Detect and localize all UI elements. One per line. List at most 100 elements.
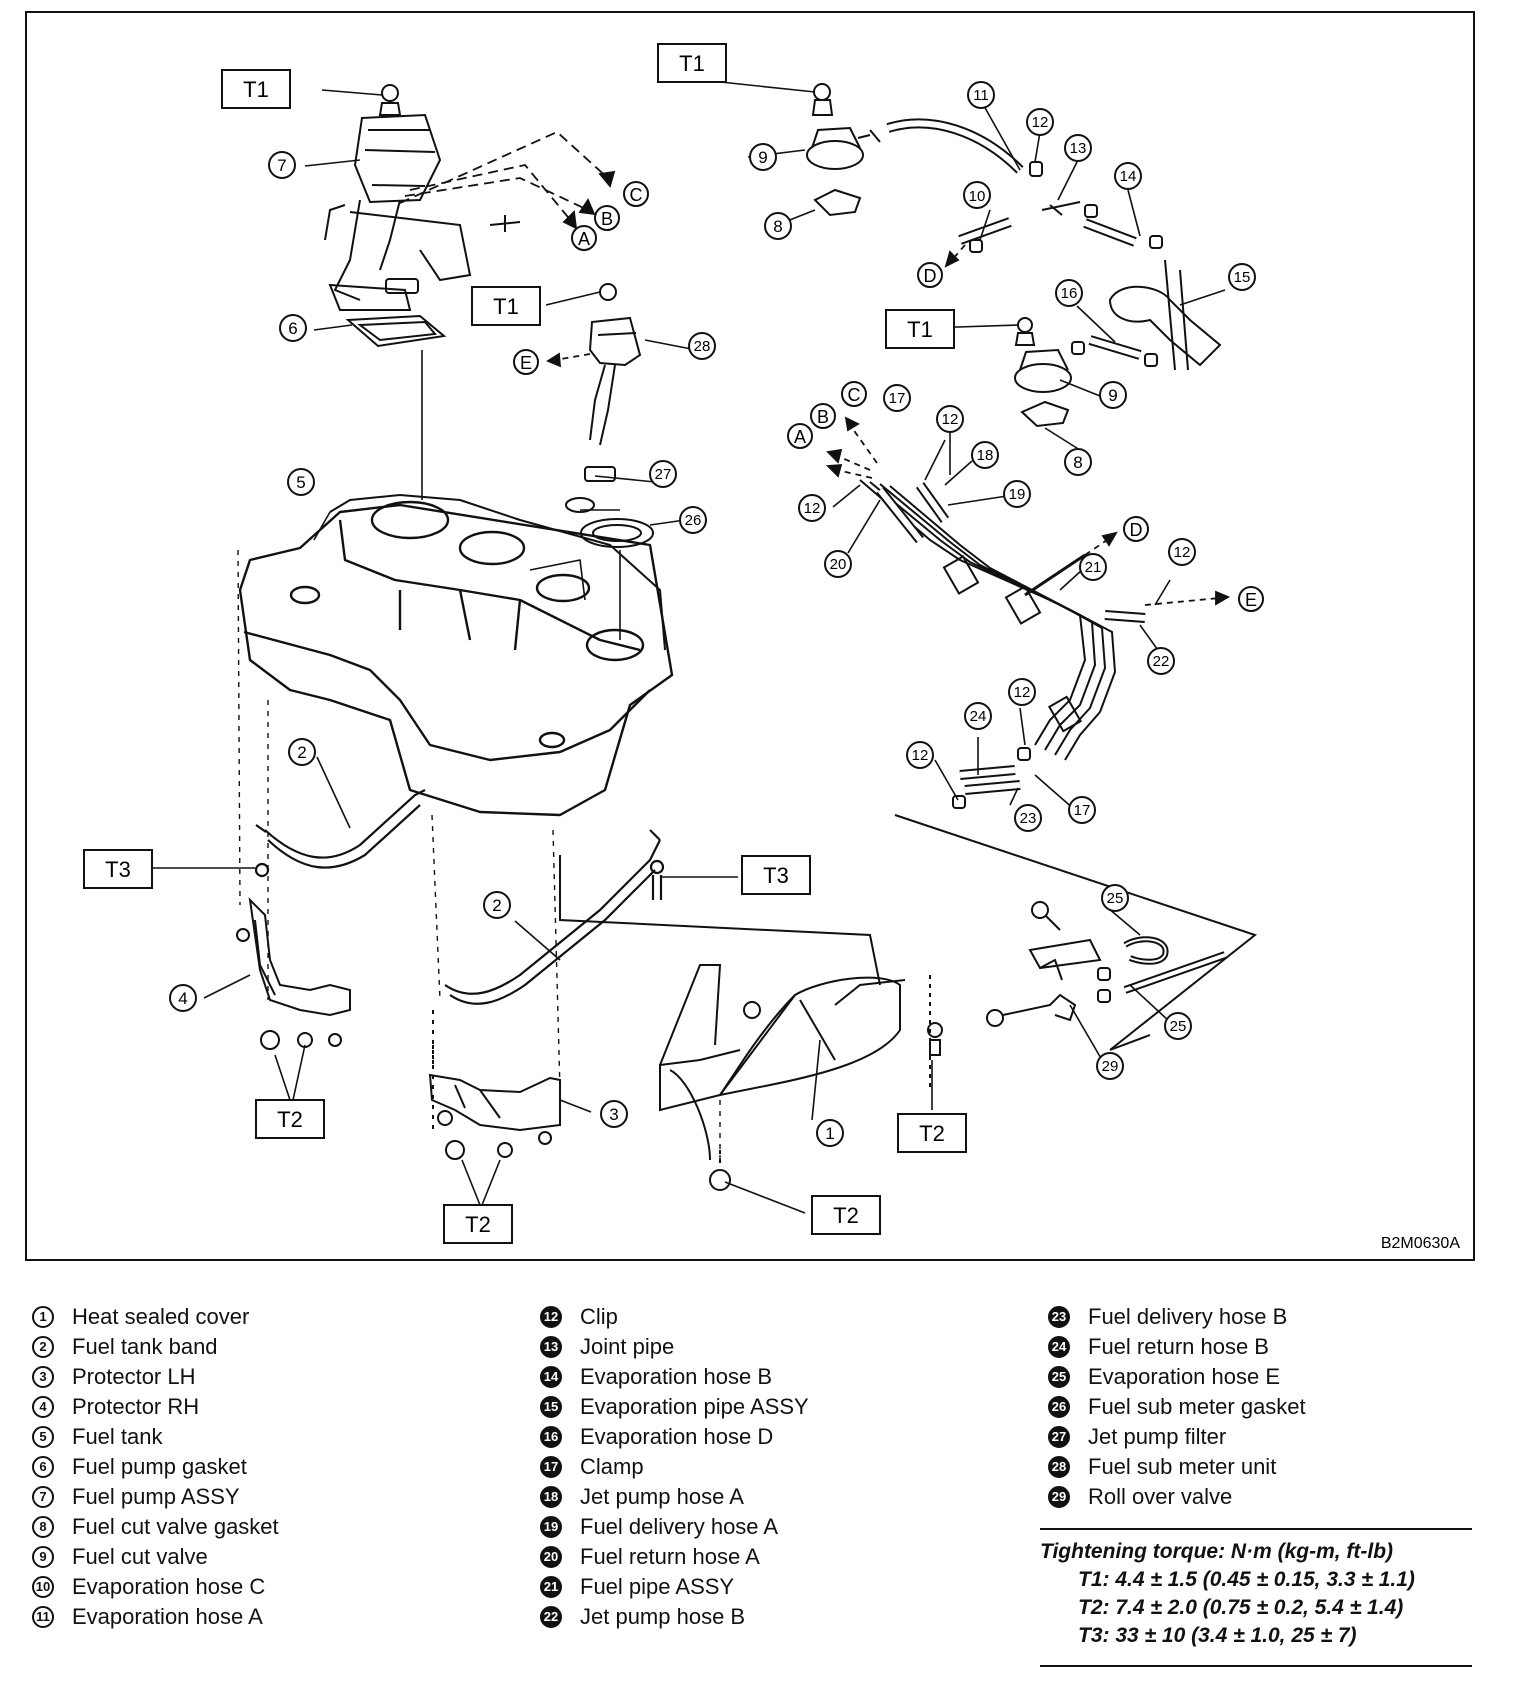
legend-label: Jet pump filter bbox=[1088, 1424, 1227, 1449]
callout-25a: 25 bbox=[1101, 884, 1129, 912]
svg-text:7: 7 bbox=[277, 156, 286, 175]
torque-tag-t2-b: T2 bbox=[443, 1204, 513, 1244]
svg-text:T2: T2 bbox=[277, 1107, 303, 1132]
callout-25b: 25 bbox=[1164, 1012, 1192, 1040]
callout-5: 5 bbox=[287, 468, 315, 496]
callout-22: 22 bbox=[1147, 647, 1175, 675]
callout-17b: 17 bbox=[1068, 796, 1096, 824]
callout-8b: 8 bbox=[1064, 448, 1092, 476]
callout-27: 27 bbox=[649, 460, 677, 488]
legend-label: Jet pump hose B bbox=[580, 1604, 746, 1629]
callout-23: 23 bbox=[1014, 804, 1042, 832]
legend-label: Protector LH bbox=[72, 1364, 196, 1389]
fuel-system-exploded-diagram: 1 2 2 3 4 5 6 7 8 8 9 9 10 11 12 12 12 1… bbox=[25, 11, 1475, 1261]
callout-15: 15 bbox=[1228, 263, 1256, 291]
connector-arrows bbox=[399, 130, 1231, 606]
legend-label: Clamp bbox=[580, 1454, 644, 1479]
legend-label: Fuel delivery hose A bbox=[580, 1514, 779, 1539]
callout-4: 4 bbox=[169, 984, 197, 1012]
svg-text:10: 10 bbox=[969, 188, 986, 205]
callout-29: 29 bbox=[1096, 1052, 1124, 1080]
fuel-cut-valve-upper-drawing bbox=[806, 83, 881, 217]
svg-text:12: 12 bbox=[942, 411, 959, 428]
svg-text:2: 2 bbox=[297, 743, 306, 762]
legend-number: 2 bbox=[32, 1336, 54, 1358]
legend-item: 3 Protector LH bbox=[32, 1362, 279, 1392]
callout-7: 7 bbox=[268, 151, 296, 179]
legend-number: 26 bbox=[1048, 1396, 1070, 1418]
svg-text:28: 28 bbox=[694, 338, 711, 355]
svg-text:B: B bbox=[817, 407, 829, 427]
svg-text:C: C bbox=[848, 385, 861, 405]
svg-text:25: 25 bbox=[1107, 890, 1124, 907]
legend-number: 8 bbox=[32, 1516, 54, 1538]
torque-tag-t1-b: T1 bbox=[657, 43, 727, 83]
legend-label: Evaporation pipe ASSY bbox=[580, 1394, 809, 1419]
svg-text:16: 16 bbox=[1061, 285, 1078, 302]
legend-number: 13 bbox=[540, 1336, 562, 1358]
connector-b-1: B bbox=[594, 205, 620, 231]
svg-text:12: 12 bbox=[804, 500, 821, 517]
protector-lh-drawing bbox=[428, 1010, 561, 1160]
svg-text:T1: T1 bbox=[679, 51, 705, 76]
svg-text:9: 9 bbox=[758, 148, 767, 167]
evaporation-hoses-drawing bbox=[886, 118, 1222, 371]
svg-text:8: 8 bbox=[1073, 453, 1082, 472]
legend-label: Joint pipe bbox=[580, 1334, 675, 1359]
legend-number: 3 bbox=[32, 1366, 54, 1388]
legend-label: Fuel sub meter gasket bbox=[1088, 1394, 1306, 1419]
legend-number: 22 bbox=[540, 1606, 562, 1628]
legend-number: 1 bbox=[32, 1306, 54, 1328]
legend-label: Evaporation hose A bbox=[72, 1604, 263, 1629]
svg-text:E: E bbox=[1245, 590, 1257, 610]
callout-12b: 12 bbox=[936, 405, 964, 433]
legend-label: Clip bbox=[580, 1304, 618, 1329]
torque-tag-t3-a: T3 bbox=[83, 849, 153, 889]
legend-label: Roll over valve bbox=[1088, 1484, 1233, 1509]
svg-text:E: E bbox=[520, 353, 532, 373]
svg-text:22: 22 bbox=[1153, 653, 1170, 670]
svg-text:2: 2 bbox=[492, 896, 501, 915]
fuel-pipe-assy-drawing bbox=[859, 479, 1258, 1051]
svg-text:D: D bbox=[924, 266, 937, 286]
svg-text:T3: T3 bbox=[105, 857, 131, 882]
legend-number: 25 bbox=[1048, 1366, 1070, 1388]
svg-text:T1: T1 bbox=[907, 317, 933, 342]
legend-number: 4 bbox=[32, 1396, 54, 1418]
svg-text:26: 26 bbox=[685, 512, 702, 529]
legend-number: 23 bbox=[1048, 1306, 1070, 1328]
svg-text:23: 23 bbox=[1020, 810, 1037, 827]
alignment-lines bbox=[237, 549, 721, 1160]
torque-tag-t2-c: T2 bbox=[897, 1113, 967, 1153]
legend-number: 7 bbox=[32, 1486, 54, 1508]
connector-b-2: B bbox=[810, 403, 836, 429]
callout-17a: 17 bbox=[883, 384, 911, 412]
connector-d-2: D bbox=[1123, 516, 1149, 542]
svg-text:17: 17 bbox=[1074, 802, 1091, 819]
svg-text:D: D bbox=[1130, 520, 1143, 540]
torque-title: Tightening torque: N·m (kg-m, ft-lb) bbox=[1040, 1540, 1394, 1563]
callout-3: 3 bbox=[600, 1100, 628, 1128]
callout-2b: 2 bbox=[483, 891, 511, 919]
callout-6: 6 bbox=[279, 314, 307, 342]
torque-tag-t2-a: T2 bbox=[255, 1099, 325, 1139]
roll-over-valve-drawing bbox=[986, 901, 1227, 1027]
legend-number: 14 bbox=[540, 1366, 562, 1388]
torque-t1: T1: 4.4 ± 1.5 (0.45 ± 0.15, 3.3 ± 1.1) bbox=[1078, 1568, 1415, 1591]
svg-text:A: A bbox=[578, 229, 590, 249]
svg-text:T2: T2 bbox=[919, 1121, 945, 1146]
fuel-pump-assy-drawing bbox=[324, 84, 521, 348]
